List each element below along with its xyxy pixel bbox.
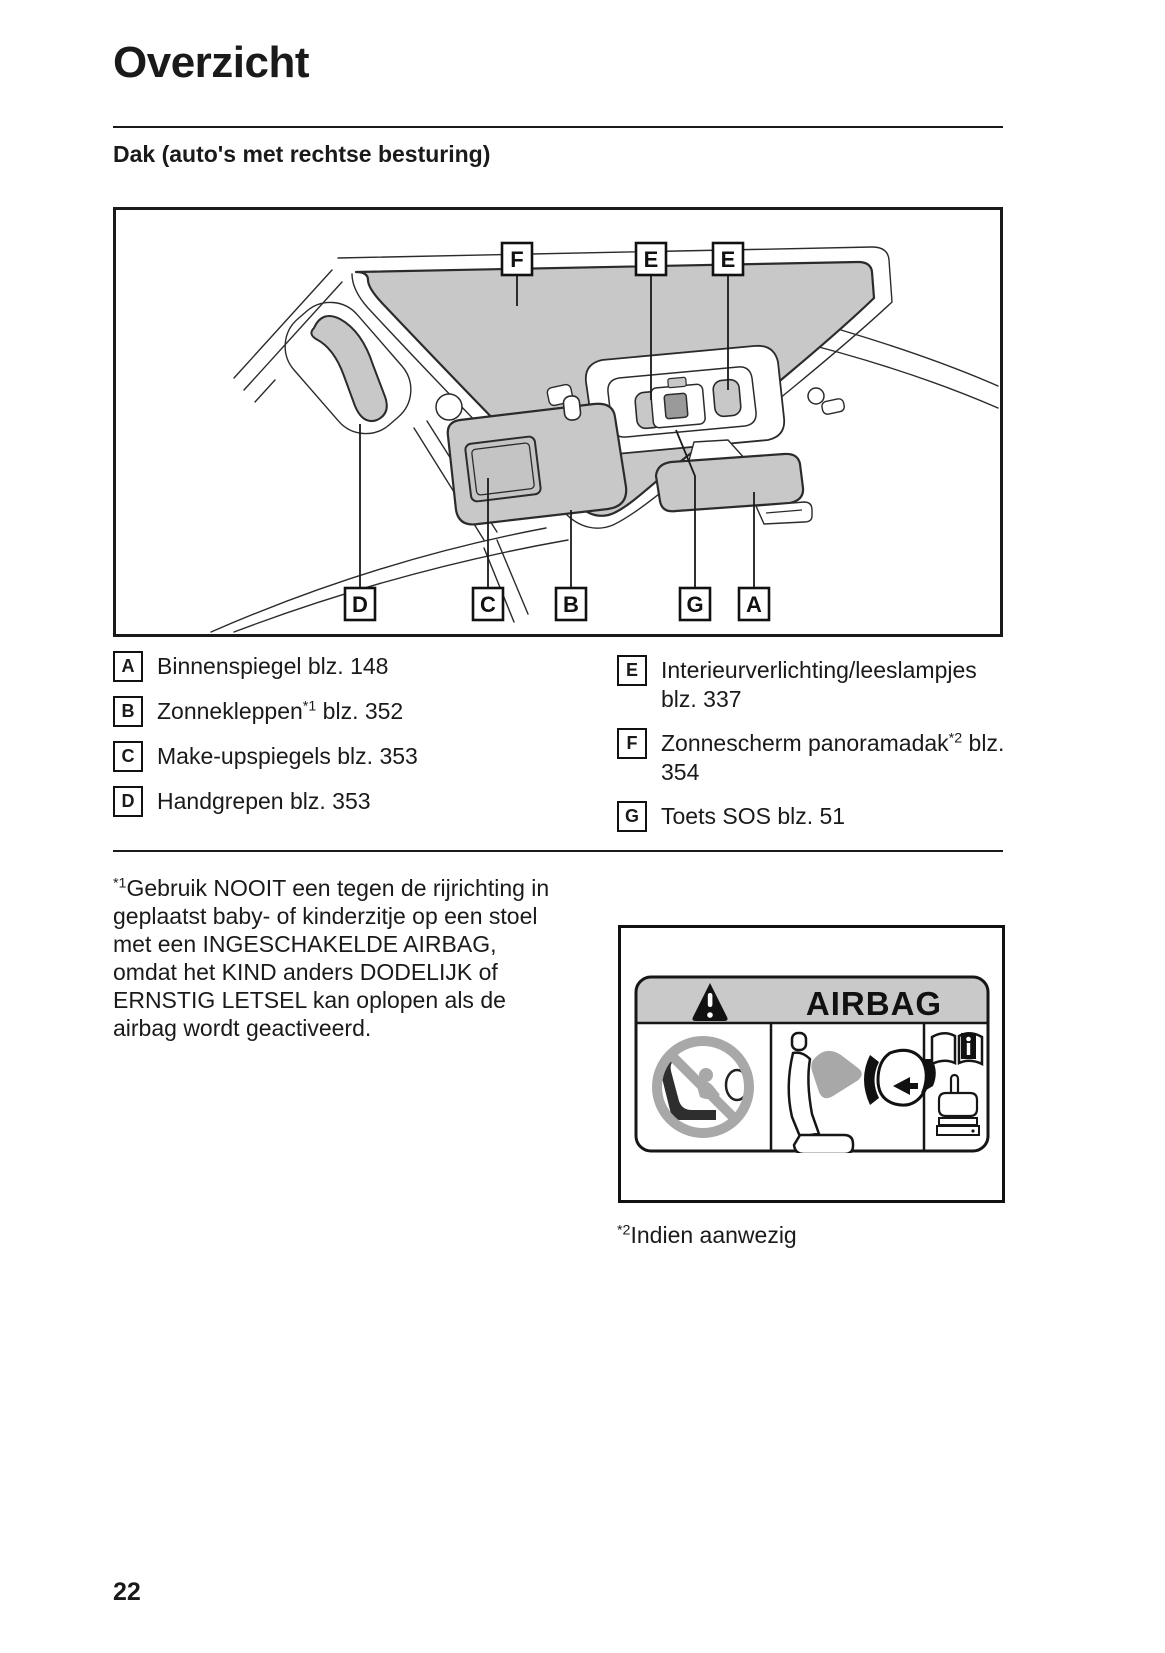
mirror-bracket-line: [765, 509, 803, 514]
diagram-label-D: D: [352, 592, 368, 617]
pillar-trim-line: [233, 269, 333, 379]
legend-text-D: Handgrepen blz. 353: [157, 788, 371, 814]
diagram-label-box-D: [343, 586, 377, 622]
roof-sensor-body: [821, 398, 845, 415]
roof-diagram-illustration: F E E D C B G A: [210, 241, 999, 633]
legend-text-F: Zonnescherm panoramadak*2 blz. 354: [661, 730, 1005, 785]
legend-item-D: D Handgrepen blz. 353: [113, 786, 418, 817]
legend-text-A: Binnenspiegel blz. 148: [157, 653, 389, 679]
legend-text-E: Interieurverlichting/leeslampjes blz. 33…: [661, 657, 977, 712]
airbag-deployment-icon: [786, 1031, 936, 1153]
leader-lines: [359, 275, 755, 587]
headliner-edge-line: [210, 527, 547, 633]
legend-left-column: A Binnenspiegel blz. 148 B Zonnekleppen*…: [113, 651, 418, 817]
footnote-2-marker: *2: [617, 1222, 631, 1239]
footnote-2-text: Indien aanwezig: [630, 1222, 797, 1248]
legend-item-A: A Binnenspiegel blz. 148: [113, 651, 418, 682]
diagram-label-box-C: [471, 586, 505, 622]
legend-badge-A: A: [113, 651, 143, 682]
headliner-edge-line: [233, 539, 569, 633]
legend-badge-D: D: [113, 786, 143, 817]
diagram-label-box-F: [500, 241, 534, 277]
sos-button-shape: [663, 392, 689, 420]
diagram-label-box-B: [554, 586, 588, 622]
legend-item-B: B Zonnekleppen*1 blz. 352: [113, 696, 418, 727]
legend-item-E: E Interieurverlichting/leeslampjes blz. …: [617, 655, 1011, 714]
page-number: 22: [113, 1578, 141, 1606]
diagram-label-G: G: [686, 592, 703, 617]
grab-handle-trim: [284, 301, 412, 435]
legend-badge-E: E: [617, 655, 647, 686]
visor-hook: [562, 395, 582, 421]
legend-item-G: G Toets SOS blz. 51: [617, 801, 1011, 832]
vanity-mirror-shape: [464, 435, 542, 503]
legend-right-column: E Interieurverlichting/leeslampjes blz. …: [617, 655, 1011, 832]
legend-badge-B: B: [113, 696, 143, 727]
rearview-mirror-shape: [654, 452, 805, 513]
airbag-label-title: AIRBAG: [805, 985, 941, 1022]
diagram-label-B: B: [563, 592, 579, 617]
roof-sensor: [807, 387, 825, 405]
warning-triangle-icon: [691, 983, 728, 1021]
no-rear-facing-child-seat-icon: [651, 1036, 754, 1138]
diagram-label-C: C: [480, 592, 496, 617]
diagram-label-E2: E: [721, 247, 736, 272]
read-manual-icon: [930, 1032, 983, 1136]
airbag-warning-label: AIRBAG: [634, 975, 989, 1153]
page-title: Overzicht: [113, 38, 310, 87]
diagram-callout-labels: F E E D C B G A: [343, 241, 771, 622]
diagram-label-A: A: [746, 592, 762, 617]
footnote-2: *2Indien aanwezig: [617, 1222, 797, 1249]
legend-badge-C: C: [113, 741, 143, 772]
footnote-1-text: Gebruik NOOIT een tegen de rijrichting i…: [113, 875, 550, 1041]
airbag-warning-label-frame: AIRBAG: [618, 925, 1005, 1203]
footnote-1: *1Gebruik NOOIT een tegen de rijrichting…: [113, 874, 563, 1042]
legend-item-C: C Make-upspiegels blz. 353: [113, 741, 418, 772]
legend-badge-G: G: [617, 801, 647, 832]
diagram-label-box-G: [678, 586, 712, 622]
grab-handle-shape: [310, 315, 388, 422]
legend-text-B: Zonnekleppen*1 blz. 352: [157, 698, 404, 724]
legend-badge-F: F: [617, 728, 647, 759]
console-switch-small: [667, 376, 687, 389]
divider-middle: [113, 850, 1003, 852]
footnote-1-marker: *1: [113, 875, 127, 892]
mirror-bracket: [754, 501, 813, 525]
diagram-label-box-A: [737, 586, 771, 622]
diagram-label-E1: E: [644, 247, 659, 272]
pillar-trim-line: [254, 379, 276, 403]
sunroof-opening-trim: [337, 246, 893, 529]
roof-diagram-frame: F E E D C B G A: [113, 207, 1003, 637]
section-subtitle: Dak (auto's met rechtse besturing): [113, 141, 491, 167]
interior-lamp-right: [712, 378, 742, 418]
diagram-label-box-E1: [634, 241, 668, 277]
vanity-mirror-inner: [471, 442, 535, 496]
divider-top: [113, 126, 1003, 128]
legend-item-F: F Zonnescherm panoramadak*2 blz. 354: [617, 728, 1011, 787]
diagram-label-F: F: [510, 247, 523, 272]
legend-text-C: Make-upspiegels blz. 353: [157, 743, 418, 769]
console-bezel: [607, 366, 757, 438]
pillar-trim-line: [483, 547, 515, 623]
diagram-label-box-E2: [711, 241, 745, 277]
visor-pivot: [435, 393, 463, 421]
legend-text-G: Toets SOS blz. 51: [661, 803, 846, 829]
pillar-trim-line: [243, 281, 343, 391]
